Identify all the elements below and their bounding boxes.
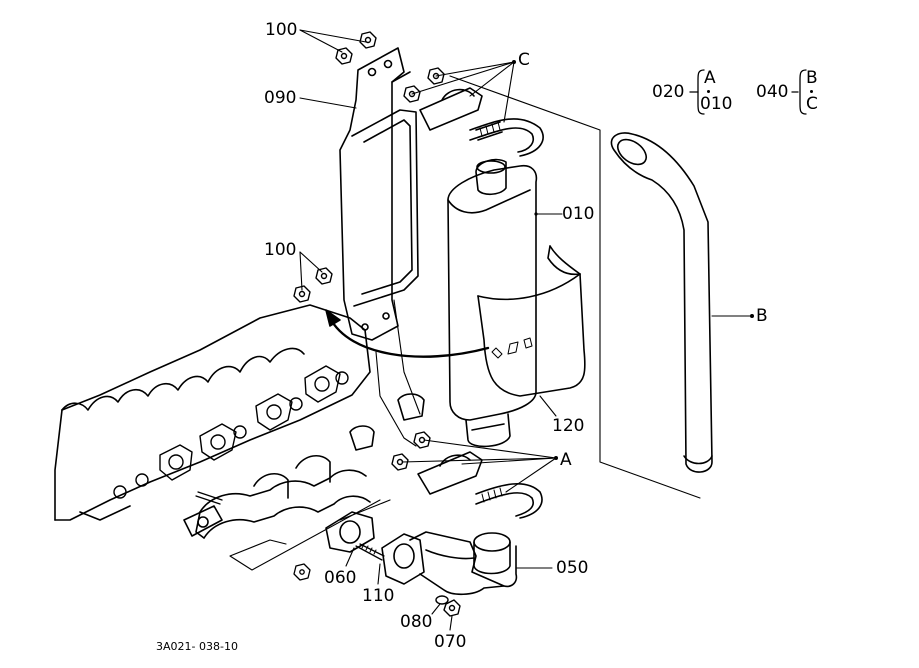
callout-gasket: 060 — [324, 568, 357, 588]
callout-heat-shield: 120 — [552, 416, 585, 436]
callout-bracket-bottom-ref: A — [560, 450, 572, 470]
assembly-arrow — [325, 309, 490, 358]
legend-group1-bottom: 010 — [700, 94, 733, 114]
callout-stud: 110 — [362, 586, 395, 606]
muffler — [447, 158, 538, 448]
manifold-fasteners — [195, 491, 311, 581]
callout-nuts-mid: 100 — [264, 240, 297, 260]
upper-clamp-bracket — [419, 87, 544, 157]
cover-plate — [339, 47, 419, 341]
stud — [355, 543, 385, 561]
gasket — [325, 511, 375, 553]
legend-group2-dot — [810, 90, 813, 93]
callout-washer: 080 — [400, 612, 433, 632]
callout-nut: 070 — [434, 632, 467, 652]
washer-and-nut — [435, 595, 461, 617]
callout-nuts-top: 100 — [265, 20, 298, 40]
flange-pipe — [381, 531, 518, 596]
callout-muffler: 010 — [562, 204, 595, 224]
legend-group1-dot — [707, 90, 710, 93]
callout-cover-plate: 090 — [264, 88, 297, 108]
heat-shield — [477, 245, 586, 397]
nuts-middle — [293, 267, 333, 303]
legend-group2-code: 040 — [756, 82, 789, 102]
tail-pipe — [610, 132, 713, 473]
callout-tail-pipe-ref: B — [756, 306, 768, 326]
legend-group2-bottom: C — [806, 94, 818, 114]
legend-group1-code: 020 — [652, 82, 685, 102]
drawing-number: 3A021- 038-10 — [156, 640, 238, 653]
nuts-lower — [391, 431, 431, 471]
callout-leaders — [299, 29, 753, 631]
callout-bracket-top-ref: C — [518, 50, 530, 70]
lower-clamp-bracket — [417, 451, 543, 519]
engine-cylinder-head — [54, 304, 425, 539]
callout-flange-pipe: 050 — [556, 558, 589, 578]
legend-group2-top: B — [806, 68, 818, 88]
exploded-guide-lines — [229, 75, 701, 571]
leader-dots — [512, 60, 754, 460]
legend-brackets — [689, 69, 807, 115]
legend-group1-top: A — [704, 68, 716, 88]
